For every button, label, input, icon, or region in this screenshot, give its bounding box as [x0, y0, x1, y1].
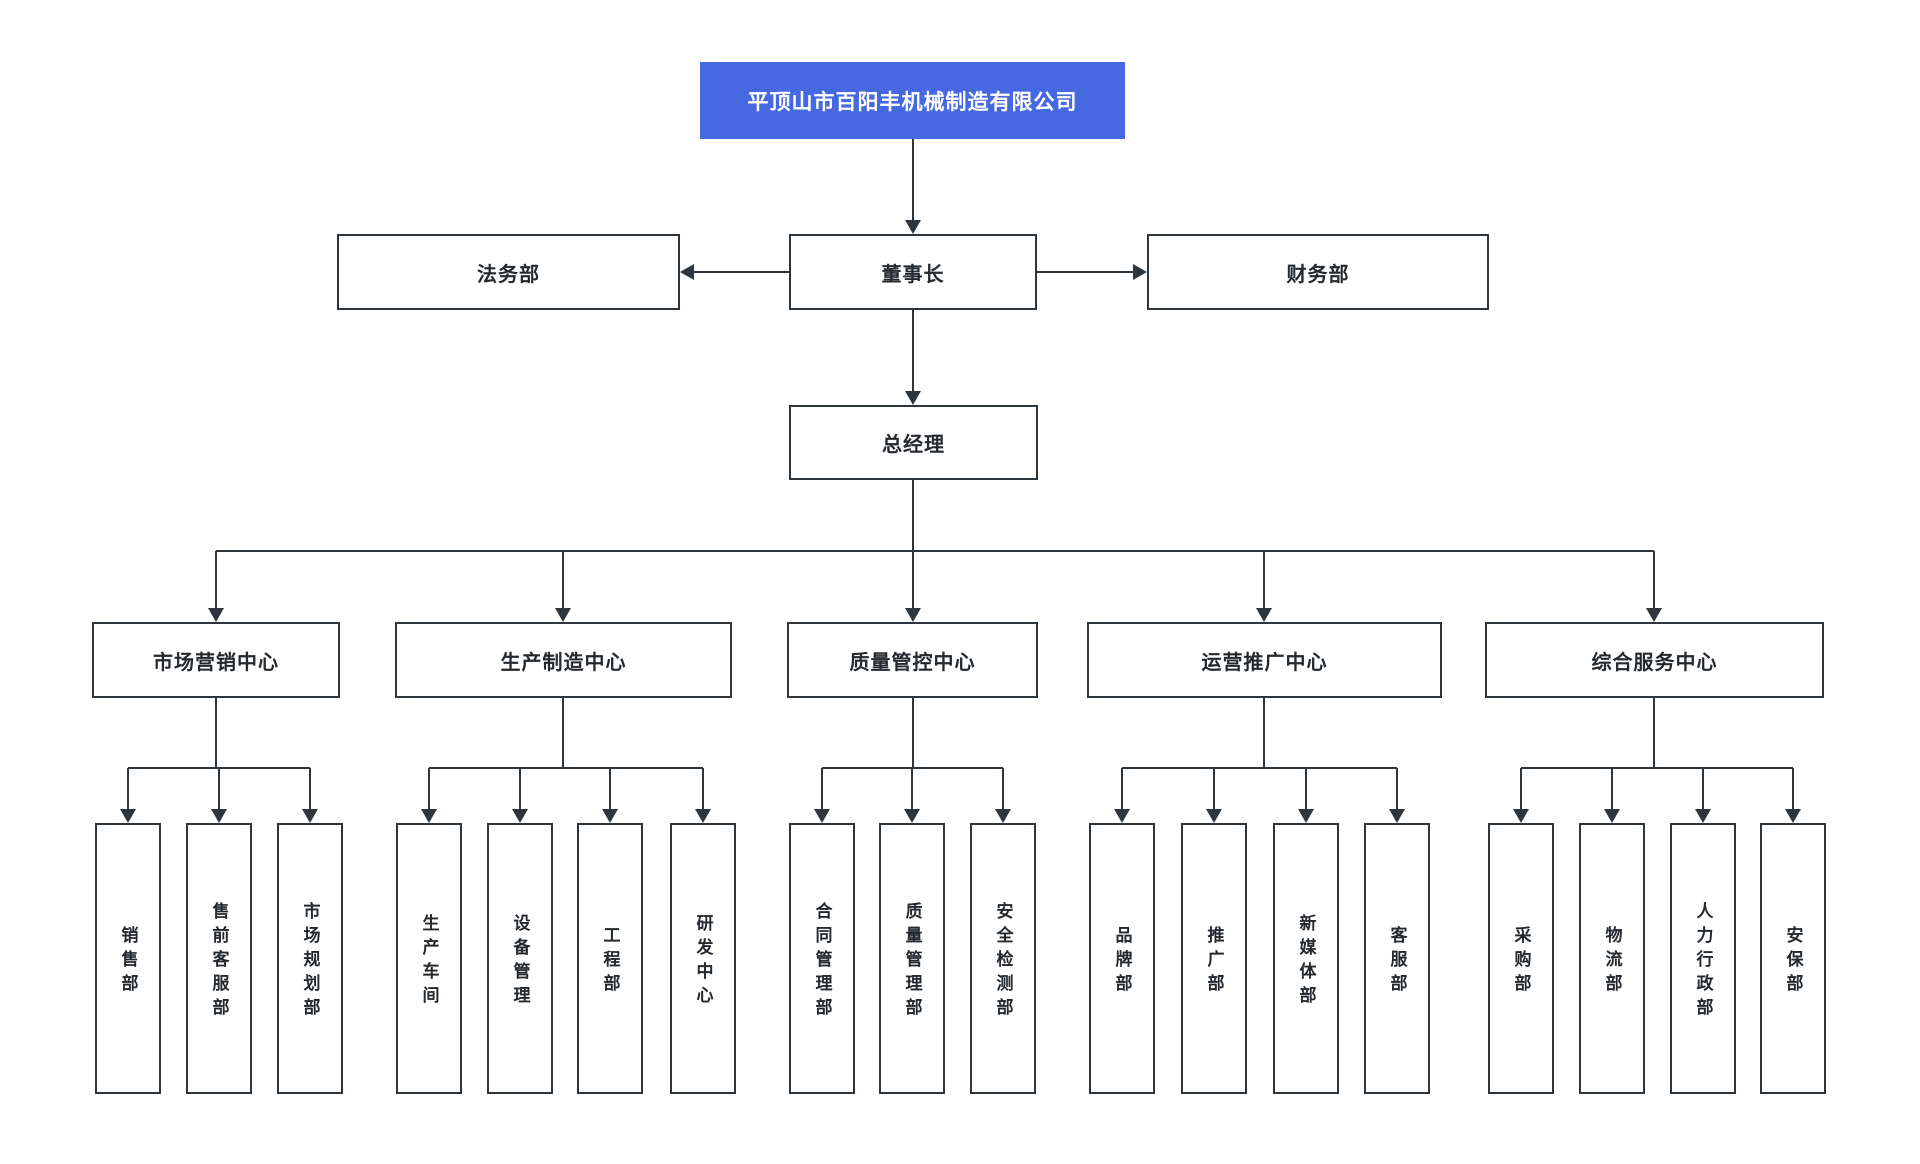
node-dept-market-planning[interactable]: 市场规划部: [277, 823, 343, 1094]
node-general-manager[interactable]: 总经理: [789, 405, 1038, 480]
node-center-production[interactable]: 生产制造中心: [395, 622, 732, 698]
node-center-marketing[interactable]: 市场营销中心: [92, 622, 340, 698]
node-company-root[interactable]: 平顶山市百阳丰机械制造有限公司: [700, 62, 1125, 139]
node-legal-dept[interactable]: 法务部: [337, 234, 680, 310]
node-dept-logistics[interactable]: 物流部: [1579, 823, 1645, 1094]
node-dept-procurement[interactable]: 采购部: [1488, 823, 1554, 1094]
node-dept-promotion[interactable]: 推广部: [1181, 823, 1247, 1094]
node-center-services[interactable]: 综合服务中心: [1485, 622, 1824, 698]
node-dept-quality-mgmt[interactable]: 质量管理部: [879, 823, 945, 1094]
node-center-operations[interactable]: 运营推广中心: [1087, 622, 1442, 698]
node-dept-sales[interactable]: 销售部: [95, 823, 161, 1094]
node-dept-brand[interactable]: 品牌部: [1089, 823, 1155, 1094]
node-finance-dept[interactable]: 财务部: [1147, 234, 1489, 310]
node-dept-safety-inspection[interactable]: 安全检测部: [970, 823, 1036, 1094]
node-dept-rnd-center[interactable]: 研发中心: [670, 823, 736, 1094]
node-dept-production-workshop[interactable]: 生产车间: [396, 823, 462, 1094]
node-dept-customer-service[interactable]: 客服部: [1364, 823, 1430, 1094]
node-center-quality[interactable]: 质量管控中心: [787, 622, 1038, 698]
node-dept-equipment-mgmt[interactable]: 设备管理: [487, 823, 553, 1094]
node-dept-contract-mgmt[interactable]: 合同管理部: [789, 823, 855, 1094]
node-dept-engineering[interactable]: 工程部: [577, 823, 643, 1094]
node-chairman[interactable]: 董事长: [789, 234, 1037, 310]
node-dept-new-media[interactable]: 新媒体部: [1273, 823, 1339, 1094]
node-dept-hr-admin[interactable]: 人力行政部: [1670, 823, 1736, 1094]
node-dept-presales-service[interactable]: 售前客服部: [186, 823, 252, 1094]
node-dept-security[interactable]: 安保部: [1760, 823, 1826, 1094]
